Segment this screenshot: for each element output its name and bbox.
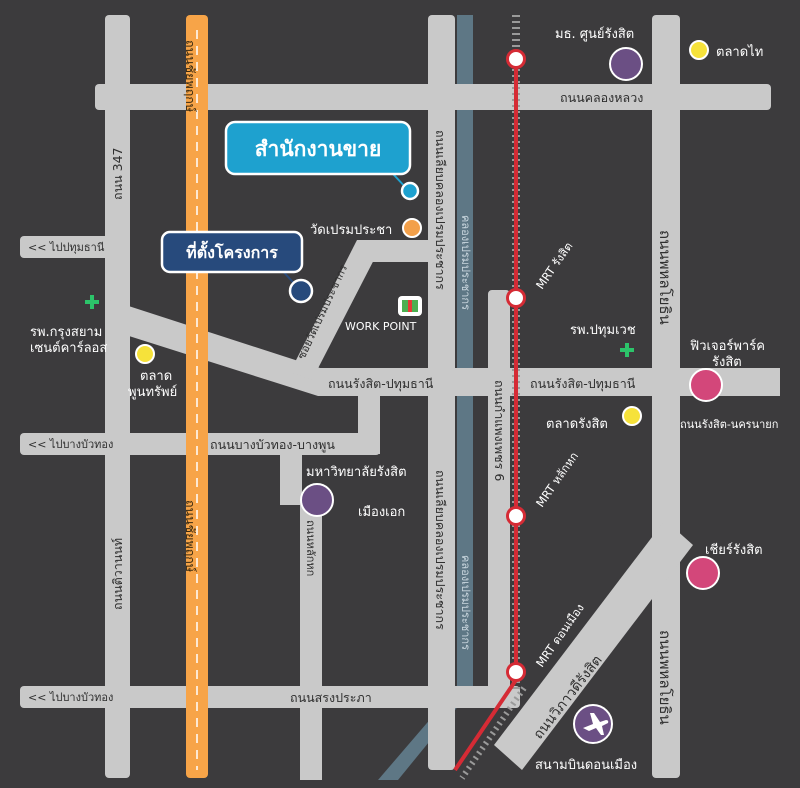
label-lieb-khlong-bottom: ถนนเลียบคลองเปรมประชากร [433, 470, 448, 630]
label-to-bangbuathong-2: << ไปบางบัวทอง [28, 691, 113, 704]
sales-office-callout[interactable]: สำนักงานขาย [224, 120, 420, 201]
project-site-callout[interactable]: ที่ตั้งโครงการ [160, 230, 314, 304]
road-kamphaeng-phet6 [488, 290, 510, 690]
road-vibhavadi [494, 520, 693, 770]
label-talad-rangsit: ตลาดรังสิต [546, 417, 608, 432]
project-site-label: ที่ตั้งโครงการ [186, 240, 278, 262]
label-wat-prem: วัดเปรมประชา [310, 223, 392, 238]
mrt-station-lak-hok [506, 506, 526, 526]
road-rangsit-pathum [110, 300, 780, 396]
mrt-red-line [453, 15, 527, 780]
label-chaiyaphruek-bottom: ถนนชัยพฤกษ์ [183, 500, 198, 572]
mrt-station-top [506, 49, 526, 69]
road-soi-wat-prem [290, 240, 379, 380]
market-icon [622, 406, 642, 426]
label-canal-top: คลองเปรมประชากร [459, 215, 472, 310]
mrt-station-don-mueang [506, 662, 526, 682]
label-work-point: WORK POINT [345, 320, 417, 333]
label-song-prapha: ถนนสรงประภา [290, 690, 372, 705]
label-bangbuathong-bangphun: ถนนบางบัวทอง-บางพูน [210, 437, 335, 453]
label-phahonyothin-bottom: ถนนพหลโยธิน [656, 630, 674, 725]
label-tiwanon: ถนนติวานนท์ [110, 538, 125, 610]
road-khlong-luang [95, 84, 771, 110]
mrt-stations [506, 49, 526, 682]
label-khlong-luang: ถนนคลองหลวง [560, 90, 643, 105]
label-rangsit-pathum-right: ถนนรังสิต-ปทุมธานี [530, 376, 636, 392]
road-bangphun-connector [358, 380, 380, 454]
road-song-prapha [20, 686, 520, 708]
road-rangsit-uni-connector [280, 440, 302, 505]
mall-icon [686, 556, 720, 590]
mall-icon [689, 368, 723, 402]
road-network [20, 15, 780, 780]
road-chaiyaphruek [186, 15, 208, 778]
road-soi-wat-prem-top [357, 240, 447, 262]
label-pathumvech: รพ.ปทุมเวช [570, 323, 636, 338]
label-lak-hok-road: ถนนหลักหก [304, 520, 317, 576]
work-point-logo [398, 296, 422, 316]
label-talad-phun-2: พูนทรัพย์ [128, 384, 177, 400]
label-mueang-ake: เมืองเอก [358, 504, 405, 520]
label-bangkok-hospital-1: รพ.กรุงสยาม [30, 325, 102, 340]
airplane-icon [573, 704, 613, 744]
label-phahonyothin-top: ถนนพหลโยธิน [656, 230, 674, 325]
label-talad-thai: ตลาดไท [716, 44, 763, 60]
hospital-icon [85, 295, 99, 309]
label-talad-phun-1: ตลาด [140, 369, 172, 384]
university-icon [609, 47, 643, 81]
market-icon [689, 40, 709, 60]
market-icon [135, 344, 155, 364]
label-zeer-rangsit: เชียร์รังสิต [705, 542, 763, 558]
project-site-pin[interactable] [288, 278, 314, 304]
hospital-icon [620, 343, 634, 357]
label-rangsit-university: มหาวิทยาลัยรังสิต [306, 465, 407, 480]
label-don-mueang-airport: สนามบินดอนเมือง [535, 757, 637, 773]
label-to-pathum: << ไปปทุมธานี [28, 241, 105, 254]
label-canal-bottom: คลองเปรมประชากร [459, 555, 472, 650]
label-bangkok-hospital-2: เซนต์คาร์ลอส [30, 340, 107, 356]
label-future-park-2: รังสิต [712, 355, 742, 370]
label-rangsit-pathum-left: ถนนรังสิต-ปทุมธานี [328, 376, 434, 392]
label-rangsit-center-uni: มธ. ศูนย์รังสิต [555, 26, 634, 42]
temple-icon [402, 218, 422, 238]
sales-office-pin[interactable] [400, 181, 420, 201]
sales-office-label: สำนักงานขาย [255, 137, 382, 161]
label-to-bangbuathong-1: << ไปบางบัวทอง [28, 438, 113, 451]
label-future-park-1: ฟิวเจอร์พาร์ค [690, 338, 765, 354]
university-icon [300, 483, 334, 517]
label-kamphaeng-phet6: ถนนกำแพงเพชร 6 [492, 380, 507, 481]
label-chaiyaphruek-top: ถนนชัยพฤกษ์ [183, 40, 198, 112]
road-lak-hok [300, 500, 322, 780]
mrt-station-rangsit [506, 288, 526, 308]
label-rangsit-nakhonnayok: ถนนรังสิต-นครนายก [680, 418, 778, 431]
road-to-pathum [20, 236, 130, 258]
road-tiwanon-347 [105, 15, 130, 778]
label-lieb-khlong-top: ถนนเลียบคลองเปรมประชากร [433, 130, 448, 290]
label-road-347: ถนน 347 [110, 148, 125, 201]
